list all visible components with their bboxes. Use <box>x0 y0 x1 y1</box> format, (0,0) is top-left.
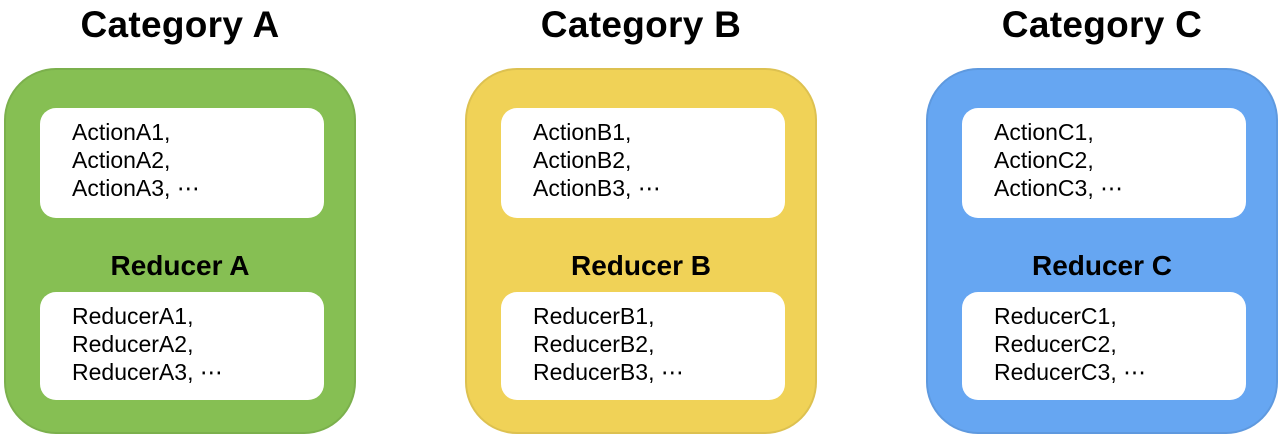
category-c-panel: ActionC1, ActionC2, ActionC3, ⋯ Reducer … <box>926 68 1278 434</box>
actions-card-b: ActionB1, ActionB2, ActionB3, ⋯ <box>501 108 785 218</box>
category-b: Category B ActionB1, ActionB2, ActionB3,… <box>465 0 817 438</box>
action-item: ActionA1, <box>72 119 171 145</box>
action-item: ActionB1, <box>533 119 632 145</box>
reducer-a-label: Reducer A <box>110 250 250 281</box>
reducers-card-b: ReducerB1, ReducerB2, ReducerB3, ⋯ <box>501 292 785 400</box>
reducer-c-label: Reducer C <box>1031 250 1173 281</box>
action-item: ActionB3, ⋯ <box>533 175 661 201</box>
reducer-item: ReducerA1, <box>72 303 194 329</box>
category-a-title: Category A <box>80 4 280 45</box>
reducers-card-c: ReducerC1, ReducerC2, ReducerC3, ⋯ <box>962 292 1246 400</box>
action-item: ActionC3, ⋯ <box>994 175 1124 201</box>
reducer-item: ReducerA2, <box>72 331 194 357</box>
category-b-panel: ActionB1, ActionB2, ActionB3, ⋯ Reducer … <box>465 68 817 434</box>
category-a-panel: ActionA1, ActionA2, ActionA3, ⋯ Reducer … <box>4 68 356 434</box>
reducer-item: ReducerB1, <box>533 303 655 329</box>
action-item: ActionC2, <box>994 147 1094 173</box>
reducer-item: ReducerC3, ⋯ <box>994 359 1147 385</box>
category-c-title: Category C <box>1001 4 1203 45</box>
action-item: ActionA3, ⋯ <box>72 175 200 201</box>
reducer-item: ReducerC1, <box>994 303 1117 329</box>
reducer-b-label: Reducer B <box>570 250 712 281</box>
action-item: ActionC1, <box>994 119 1094 145</box>
reducers-card-a: ReducerA1, ReducerA2, ReducerA3, ⋯ <box>40 292 324 400</box>
reducer-item: ReducerB3, ⋯ <box>533 359 684 385</box>
actions-card-a: ActionA1, ActionA2, ActionA3, ⋯ <box>40 108 324 218</box>
category-c: Category C ActionC1, ActionC2, ActionC3,… <box>926 0 1278 438</box>
reducer-item: ReducerB2, <box>533 331 655 357</box>
category-a: Category A ActionA1, ActionA2, ActionA3,… <box>4 0 356 438</box>
action-item: ActionA2, <box>72 147 171 173</box>
reducer-item: ReducerC2, <box>994 331 1117 357</box>
reducer-item: ReducerA3, ⋯ <box>72 359 223 385</box>
actions-card-c: ActionC1, ActionC2, ActionC3, ⋯ <box>962 108 1246 218</box>
category-b-title: Category B <box>540 4 742 45</box>
action-item: ActionB2, <box>533 147 632 173</box>
